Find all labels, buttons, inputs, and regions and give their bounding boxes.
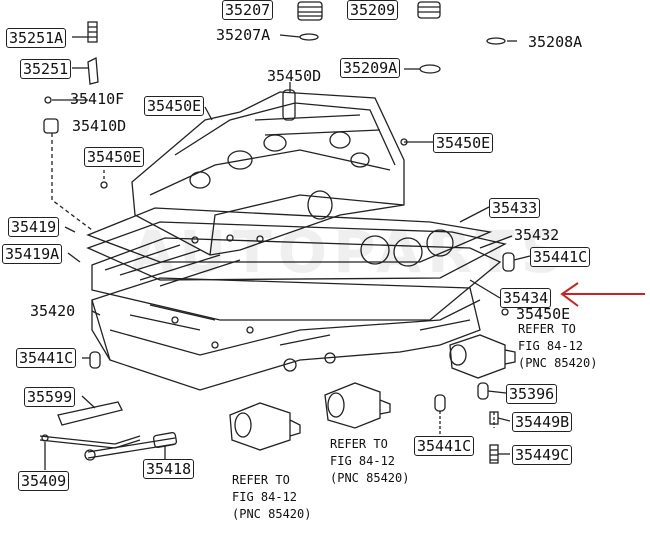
plate-35599 (57, 401, 123, 426)
plug-35441C-1 (502, 252, 515, 272)
ball-35410F (44, 96, 52, 104)
label-35419A[interactable]: 35419A (2, 244, 63, 264)
label-35410D[interactable]: 35410D (72, 117, 127, 135)
label-35207A[interactable]: 35207A (216, 26, 271, 44)
label-35450E-4[interactable]: 35450E (516, 305, 571, 323)
plug-35441C-3 (434, 394, 446, 412)
label-35434[interactable]: 35434 (500, 288, 552, 308)
label-35450D[interactable]: 35450D (267, 67, 322, 85)
oring-35209A (419, 64, 441, 74)
label-35599[interactable]: 35599 (24, 387, 76, 407)
label-35209A[interactable]: 35209A (340, 58, 401, 78)
solenoid-right (449, 334, 516, 379)
label-35410F[interactable]: 35410F (70, 90, 125, 108)
label-35450E-3[interactable]: 35450E (433, 133, 494, 153)
oring-35207A (299, 33, 319, 41)
watermark: AUTOPARTS (130, 218, 569, 286)
spring-35207 (297, 1, 323, 21)
label-35208A[interactable]: 35208A (528, 33, 583, 51)
upper-valve-body (131, 89, 405, 256)
refer-note-middle: REFER TO FIG 84-12 (PNC 85420) (330, 437, 410, 485)
refer-note-right: REFER TO FIG 84-12 (PNC 85420) (518, 322, 598, 370)
label-35441C-3[interactable]: 35441C (414, 436, 475, 456)
label-35449C[interactable]: 35449C (512, 445, 573, 465)
label-35433[interactable]: 35433 (489, 198, 541, 218)
label-35432[interactable]: 35432 (514, 226, 560, 244)
label-35396[interactable]: 35396 (506, 384, 558, 404)
label-35419[interactable]: 35419 (8, 217, 60, 237)
label-35409[interactable]: 35409 (18, 471, 70, 491)
label-35450E-1[interactable]: 35450E (144, 96, 205, 116)
plate-35432 (86, 221, 507, 281)
pointer-arrow (560, 282, 645, 307)
spring-35209 (417, 1, 441, 19)
label-35420[interactable]: 35420 (30, 302, 76, 320)
lower-valve-body (91, 277, 481, 391)
label-35450E-2[interactable]: 35450E (84, 147, 145, 167)
ball-35396 (477, 382, 489, 400)
pin-35251 (87, 56, 99, 85)
label-35449B[interactable]: 35449B (512, 412, 573, 432)
label-35441C-1[interactable]: 35441C (530, 247, 591, 267)
label-35251[interactable]: 35251 (20, 59, 72, 79)
label-35418[interactable]: 35418 (143, 459, 195, 479)
gasket-35434 (91, 237, 502, 321)
label-35207[interactable]: 35207 (222, 0, 274, 20)
oring-35208A (486, 37, 506, 45)
refer-note-bottom: REFER TO FIG 84-12 (PNC 85420) (232, 473, 312, 521)
label-35441C-2[interactable]: 35441C (16, 348, 77, 368)
solenoid-lower (229, 402, 301, 451)
solenoid-middle (324, 382, 391, 429)
label-35209[interactable]: 35209 (347, 0, 399, 20)
label-35251A[interactable]: 35251A (6, 28, 67, 48)
plug-35441C-2 (89, 351, 101, 369)
screen-35410D (43, 118, 59, 134)
